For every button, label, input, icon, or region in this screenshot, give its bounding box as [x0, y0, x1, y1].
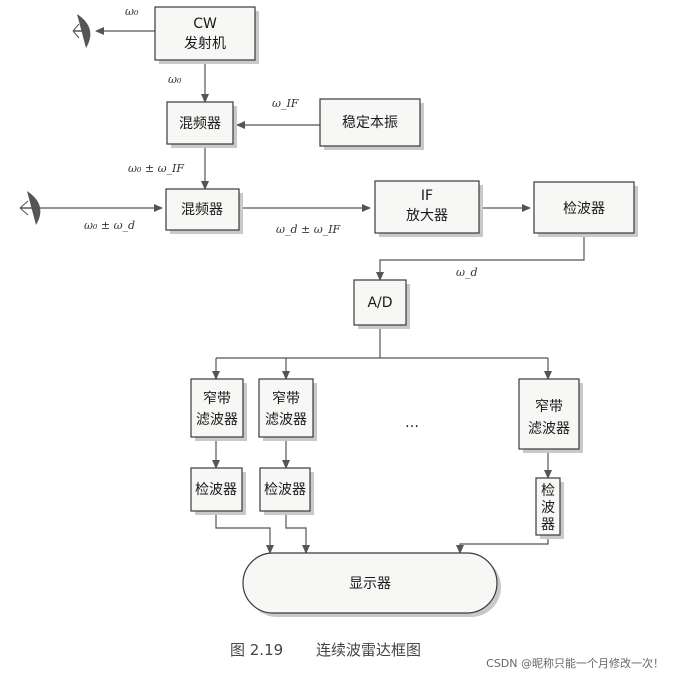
if-amplifier-block: IF 放大器 — [374, 180, 483, 237]
main-detector-block: 检波器 — [533, 181, 638, 237]
narrowband-filter-label-line1: 窄带 — [272, 390, 300, 407]
ad-converter-block: A/D — [353, 279, 410, 329]
detector-block: 检波器 — [190, 467, 246, 515]
narrowband-filter-block: 窄带 滤波器 — [190, 378, 247, 441]
signal-label-wd: ω_d — [456, 266, 478, 279]
signal-label-w0-pm-wd: ω₀ ± ω_d — [84, 219, 135, 232]
cw-transmitter-label-line1: CW — [193, 16, 217, 32]
if-amplifier-label-line2: 放大器 — [406, 208, 448, 224]
display-block: 显示器 — [242, 552, 501, 617]
transmit-antenna-icon — [72, 14, 91, 48]
mixer-1-label: 混频器 — [179, 116, 221, 132]
narrowband-filter-block: 窄带 滤波器 — [258, 378, 317, 441]
figure-number: 图 2.19 — [230, 641, 283, 659]
mixer-1-block: 混频器 — [166, 101, 237, 148]
cw-transmitter-block: CW 发射机 — [154, 6, 259, 64]
signal-wires — [36, 27, 585, 554]
csdn-watermark: CSDN @昵称只能一个月修改一次！ — [486, 656, 664, 670]
narrowband-filter-label-line2: 滤波器 — [196, 412, 238, 428]
signal-label-wif: ω_IF — [272, 97, 299, 110]
cw-transmitter-label-line2: 发射机 — [184, 36, 226, 52]
narrowband-filter-label-line2: 滤波器 — [265, 412, 307, 428]
stalo-label: 稳定本振 — [342, 115, 398, 131]
receive-antenna-icon — [19, 191, 41, 225]
figure-title: 连续波雷达框图 — [316, 641, 421, 659]
detector-label: 检波器 — [195, 482, 237, 498]
narrowband-filter-label-line2: 滤波器 — [528, 421, 570, 437]
detector-vertical-label-2: 波 — [541, 500, 555, 516]
stalo-block: 稳定本振 — [319, 98, 424, 150]
detector-block: 检波器 — [259, 467, 314, 515]
narrowband-filter-block: 窄带 滤波器 — [518, 378, 583, 453]
display-label: 显示器 — [349, 576, 391, 592]
detector-label: 检波器 — [264, 482, 306, 498]
main-detector-label: 检波器 — [563, 201, 605, 217]
ellipsis-text: … — [405, 415, 419, 431]
mixer-2-label: 混频器 — [181, 202, 223, 218]
signal-label-wd-pm-wif: ω_d ± ω_IF — [276, 223, 341, 236]
detector-vertical-label-3: 器 — [541, 517, 555, 533]
narrowband-filter-label-line1: 窄带 — [203, 390, 231, 407]
detector-block: 检 波 器 — [535, 477, 564, 539]
narrowband-filter-label-line1: 窄带 — [535, 398, 563, 415]
detector-vertical-label-1: 检 — [541, 483, 555, 499]
if-amplifier-label-line1: IF — [421, 188, 433, 204]
signal-label-w0-mixer: ω₀ — [168, 73, 182, 86]
signal-label-w0-pm-wif: ω₀ ± ω_IF — [128, 162, 184, 175]
signal-label-w0-antenna: ω₀ — [125, 5, 139, 18]
ad-converter-label: A/D — [367, 295, 392, 311]
mixer-2-block: 混频器 — [165, 188, 243, 234]
